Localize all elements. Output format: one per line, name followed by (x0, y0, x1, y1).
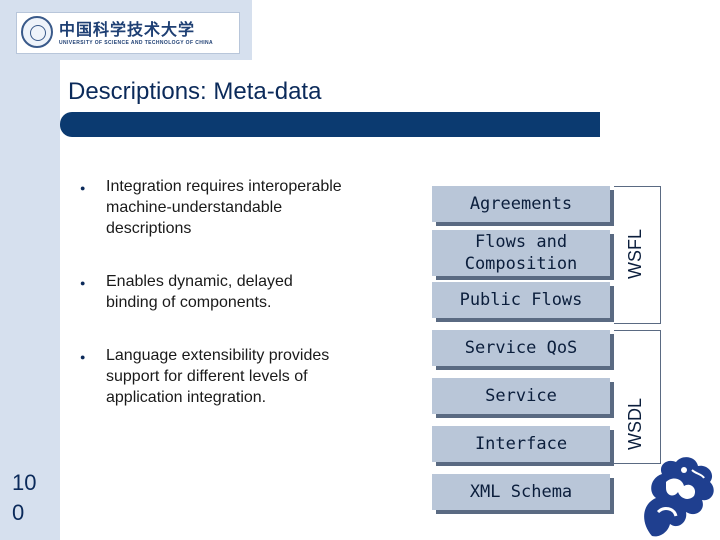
bullet-marker-icon: ● (80, 183, 86, 193)
university-seal-icon (21, 16, 53, 48)
stack-layer-agreements: Agreements (432, 186, 610, 222)
page-number-value: 100 (12, 470, 37, 525)
dragon-emblem-icon (644, 457, 714, 537)
bullet-marker-icon: ● (80, 352, 86, 362)
left-decorative-bar (0, 0, 60, 540)
stack-layer-flows-composition: Flows and Composition (432, 230, 610, 276)
wsfl-bracket (614, 186, 661, 324)
stack-layer-xml-schema: XML Schema (432, 474, 610, 510)
university-logo: 中国科学技术大学 UNIVERSITY OF SCIENCE AND TECHN… (16, 12, 240, 54)
wsfl-label: WSFL (625, 229, 645, 280)
header-logo-panel: 中国科学技术大学 UNIVERSITY OF SCIENCE AND TECHN… (0, 0, 252, 60)
stack-layer-interface: Interface (432, 426, 610, 462)
bullet-marker-icon: ● (80, 278, 86, 288)
slide-title: Descriptions: Meta-data (68, 78, 322, 105)
stack-layer-service-qos: Service QoS (432, 330, 610, 366)
bullet-text-3: Language extensibility provides support … (106, 347, 330, 406)
logo-name-chinese: 中国科学技术大学 (59, 20, 196, 39)
stack-layer-public-flows: Public Flows (432, 282, 610, 318)
bullet-text-1: Integration requires interoperable machi… (106, 178, 342, 237)
wsdl-bracket (614, 330, 661, 464)
logo-name-english: UNIVERSITY OF SCIENCE AND TECHNOLOGY OF … (59, 40, 214, 46)
stack-layer-service: Service (432, 378, 610, 414)
page-number: 100 (12, 468, 44, 528)
bullet-text-2: Enables dynamic, delayed binding of comp… (106, 273, 293, 311)
title-underline-bar (60, 112, 600, 137)
